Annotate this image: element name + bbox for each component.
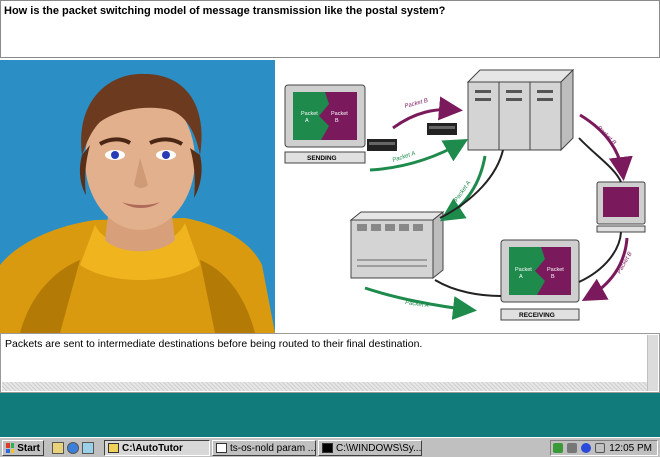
- arrow-packet-a-3: [364, 286, 477, 320]
- network-icon[interactable]: [553, 443, 564, 453]
- label-packet-b-2: Packet B: [596, 125, 617, 146]
- start-button[interactable]: Start: [2, 440, 44, 456]
- packet-switching-diagram: Packet A Packet B SENDING: [284, 68, 646, 321]
- question-text: How is the packet switching model of mes…: [4, 5, 446, 17]
- taskbar: Start C:\AutoTutor ts-os-nold param ... …: [0, 437, 660, 457]
- recv-screen-packet-a-word: Packet: [515, 267, 532, 273]
- label-packet-a-3: Packet A: [405, 300, 429, 309]
- task-windows-system[interactable]: C:\WINDOWS\Sy...: [318, 440, 422, 456]
- vertical-scrollbar[interactable]: [647, 335, 658, 391]
- speaker-icon[interactable]: [567, 443, 578, 453]
- arrow-packet-b-2: [579, 113, 633, 181]
- receiving-computer: Packet A Packet B RECEIVING: [500, 239, 580, 321]
- monitor-icon[interactable]: [581, 443, 592, 453]
- arrow-packet-a-2: [439, 155, 487, 222]
- link-line: [578, 137, 622, 183]
- start-label: Start: [17, 442, 40, 454]
- desktop-icon[interactable]: [52, 442, 64, 454]
- task-label: C:\WINDOWS\Sy...: [336, 442, 422, 454]
- send-screen-packet-b-word: Packet: [331, 111, 348, 117]
- windows-logo-icon: [6, 443, 15, 453]
- dos-prompt-icon: [322, 443, 333, 453]
- keyboard-icon[interactable]: [595, 443, 606, 453]
- internet-explorer-icon[interactable]: [67, 442, 79, 454]
- document-icon: [216, 443, 227, 453]
- sending-computer: Packet A Packet B SENDING: [284, 84, 366, 164]
- arrow-packet-a-1: [369, 139, 469, 172]
- recv-screen-packet-b-letter: B: [551, 274, 555, 280]
- arrow-packet-b-1: [392, 96, 463, 130]
- recv-screen-packet-b-word: Packet: [547, 267, 564, 273]
- intermediate-computer: [596, 181, 646, 233]
- link-line: [439, 149, 504, 219]
- intermediate-server: [349, 210, 445, 280]
- horizontal-scrollbar[interactable]: [2, 382, 648, 391]
- task-label: ts-os-nold param ...: [230, 442, 316, 454]
- receiving-label: RECEIVING: [519, 312, 555, 319]
- outlook-icon[interactable]: [82, 442, 94, 454]
- tutor-avatar: [0, 73, 275, 333]
- arrow-packet-b-3: [581, 237, 629, 301]
- diagram-panel: Packet A Packet B SENDING: [275, 60, 660, 333]
- send-screen-packet-b-letter: B: [335, 118, 339, 124]
- clock[interactable]: 12:05 PM: [609, 442, 652, 454]
- answer-text: Packets are sent to intermediate destina…: [5, 338, 423, 350]
- recv-screen-packet-a-letter: A: [519, 274, 523, 280]
- link-line: [578, 231, 622, 283]
- task-autotutor[interactable]: C:\AutoTutor: [104, 440, 210, 456]
- task-param[interactable]: ts-os-nold param ...: [212, 440, 316, 456]
- label-packet-b-1: Packet B: [404, 98, 429, 110]
- answer-panel: Packets are sent to intermediate destina…: [0, 333, 660, 393]
- system-tray: 12:05 PM: [550, 440, 658, 456]
- sending-label: SENDING: [307, 155, 337, 162]
- server-cluster: [466, 68, 575, 152]
- task-label: C:\AutoTutor: [122, 442, 183, 454]
- send-screen-packet-a-word: Packet: [301, 111, 318, 117]
- question-panel: How is the packet switching model of mes…: [0, 0, 660, 58]
- send-screen-packet-a-letter: A: [305, 118, 309, 124]
- folder-icon: [108, 443, 119, 453]
- desktop-background: [0, 393, 660, 437]
- avatar-panel: [0, 60, 275, 333]
- link-line: [434, 279, 502, 297]
- modem-icon: [367, 123, 457, 151]
